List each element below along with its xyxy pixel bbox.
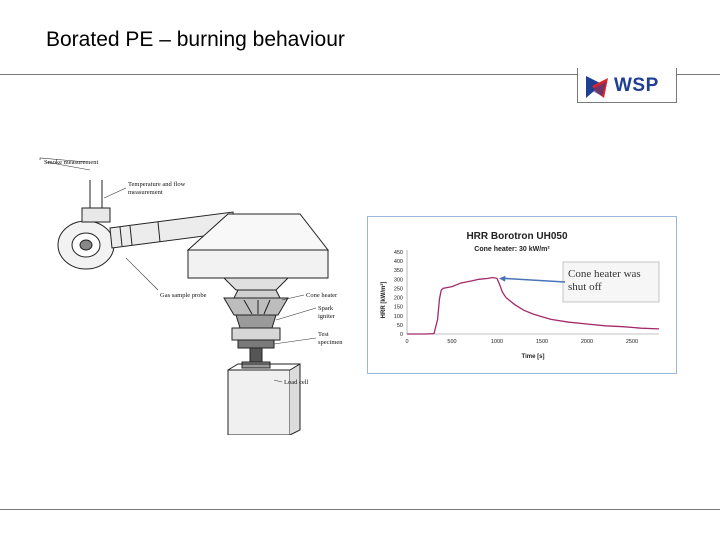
label-smoke-measurement: Smoke measurement bbox=[44, 159, 99, 166]
label-temperature-flow-2: measurement bbox=[128, 189, 163, 196]
label-spark-igniter-2: igniter bbox=[318, 313, 336, 320]
x-tick-label: 1500 bbox=[536, 339, 548, 345]
label-load-cell: Load cell bbox=[284, 379, 309, 386]
y-tick-label: 150 bbox=[394, 305, 403, 311]
callout-text: Cone heater was shut off bbox=[568, 268, 641, 293]
y-tick-label: 100 bbox=[394, 314, 403, 320]
label-test-specimen: Test bbox=[318, 331, 329, 338]
callout-box bbox=[562, 261, 660, 303]
y-tick-label: 0 bbox=[400, 332, 403, 338]
logo-wordmark: WSP bbox=[614, 75, 659, 96]
plot-area: 0 50 100 150 200 250 300 350 400 450 0 500 1000 1500 2… bbox=[394, 250, 660, 345]
label-cone-heater: Cone heater bbox=[306, 292, 338, 299]
x-tick-label: 500 bbox=[447, 339, 456, 345]
y-tick-label: 400 bbox=[394, 259, 403, 265]
y-tick-label: 50 bbox=[397, 323, 403, 329]
cone-calorimeter-schematic: Smoke measurement Temperature and flow m… bbox=[39, 157, 343, 435]
y-tick-label: 350 bbox=[394, 268, 403, 274]
label-temperature-flow: Temperature and flow bbox=[128, 181, 186, 188]
x-tick-label: 2500 bbox=[626, 339, 638, 345]
x-axis-label: Time [s] bbox=[522, 354, 545, 360]
label-spark-igniter: Spark bbox=[318, 305, 334, 312]
callout-arrowhead bbox=[499, 275, 506, 282]
chart-subtitle: Cone heater: 30 kW/m² bbox=[474, 246, 550, 253]
footer-divider bbox=[0, 509, 720, 510]
label-gas-sample-probe: Gas sample probe bbox=[160, 292, 207, 299]
x-tick-label: 2000 bbox=[581, 339, 593, 345]
chart-title: HRR Borotron UH050 bbox=[466, 231, 568, 242]
callout-arrow bbox=[502, 277, 566, 283]
logo-mark-icon bbox=[586, 76, 608, 98]
title-divider bbox=[0, 74, 720, 75]
y-tick-label: 450 bbox=[394, 250, 403, 256]
x-tick-label: 0 bbox=[405, 339, 408, 345]
label-test-specimen-2: specimen bbox=[318, 339, 343, 346]
y-tick-label: 300 bbox=[394, 277, 403, 283]
wsp-logo: WSP bbox=[577, 68, 677, 103]
slide-title: Borated PE – burning behaviour bbox=[46, 28, 345, 51]
x-tick-label: 1000 bbox=[491, 339, 503, 345]
y-tick-label: 250 bbox=[394, 286, 403, 292]
y-axis-label: HRR [kW/m²] bbox=[380, 282, 387, 319]
y-tick-label: 200 bbox=[394, 296, 403, 302]
hrr-chart: HRR Borotron UH050 Cone heater: 30 kW/m²… bbox=[367, 216, 677, 374]
hrr-series-line bbox=[407, 276, 660, 335]
